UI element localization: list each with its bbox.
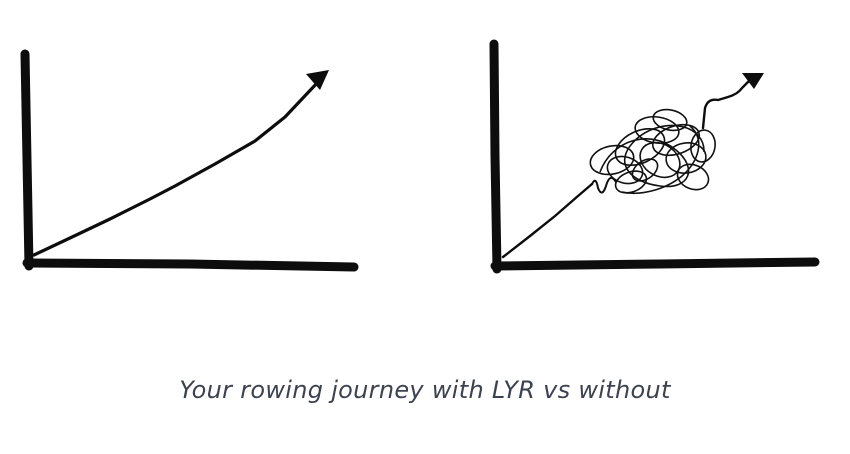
left-graph-progress-line bbox=[32, 80, 320, 257]
right-graph-y-axis bbox=[489, 39, 502, 274]
graph-with-lyr bbox=[20, 49, 359, 272]
tangled-scribble bbox=[589, 108, 716, 195]
caption-text: Your rowing journey with LYR vs without bbox=[179, 376, 671, 404]
left-graph-arrowhead bbox=[306, 70, 329, 90]
right-graph-exit-line bbox=[701, 78, 752, 130]
left-graph-x-axis bbox=[22, 258, 359, 272]
right-graph-x-axis bbox=[490, 257, 820, 271]
right-graph-wiggle bbox=[591, 176, 617, 194]
graph-without-lyr bbox=[489, 39, 820, 274]
right-graph-start-line bbox=[501, 182, 594, 259]
left-graph-y-axis bbox=[20, 49, 34, 271]
right-graph-arrowhead bbox=[742, 73, 764, 89]
